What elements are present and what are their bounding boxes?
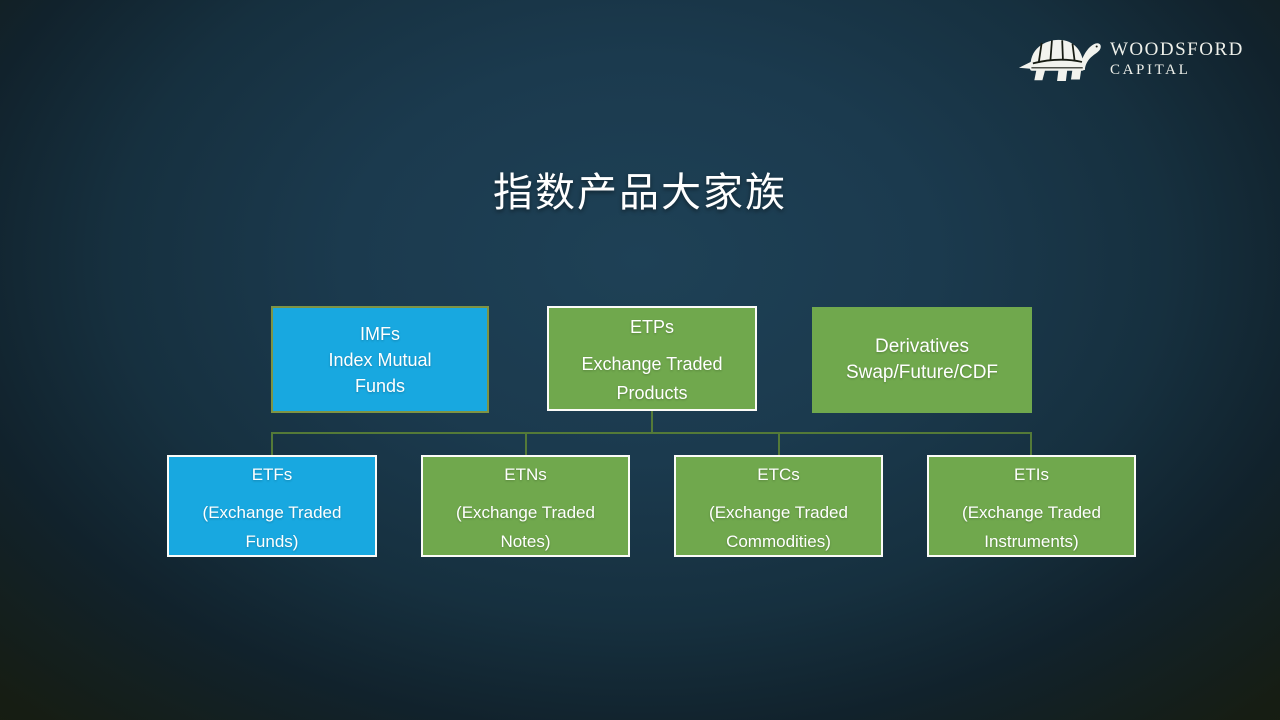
etcs-body: (Exchange Traded Commodities)	[676, 498, 881, 556]
box-derivatives: Derivatives Swap/Future/CDF	[812, 307, 1032, 413]
etfs-body-line1: (Exchange Traded	[202, 503, 342, 522]
etis-body-line2: Instruments)	[984, 532, 1079, 551]
box-etis: ETIs (Exchange Traded Instruments)	[927, 455, 1136, 557]
etps-body-line1: Exchange Traded	[581, 354, 723, 374]
derivatives-line2: Swap/Future/CDF	[845, 362, 999, 383]
etcs-body-line2: Commodities)	[726, 532, 831, 551]
derivatives-line1: Derivatives	[875, 336, 969, 357]
imfs-line2: Index Mutual	[328, 349, 432, 370]
etis-body: (Exchange Traded Instruments)	[929, 498, 1134, 556]
connector-drop-etcs	[778, 433, 780, 456]
imfs-line3: Funds	[354, 375, 406, 396]
etns-body-line1: (Exchange Traded	[456, 503, 595, 522]
imfs-line1: IMFs	[360, 323, 400, 344]
etns-body-line2: Notes)	[500, 532, 551, 551]
connector-drop-etfs	[271, 433, 273, 456]
logo: WOODSFORD CAPITAL	[1016, 32, 1244, 86]
etfs-body-line2: Funds)	[245, 532, 299, 551]
box-etns: ETNs (Exchange Traded Notes)	[421, 455, 630, 557]
connector-drop-etns	[525, 433, 527, 456]
etis-heading: ETIs	[1014, 465, 1049, 484]
connector-etps-stem	[651, 411, 653, 433]
etfs-body: (Exchange Traded Funds)	[169, 498, 375, 556]
etps-body-line2: Products	[616, 383, 688, 403]
connector-drop-etis	[1030, 433, 1032, 456]
etis-body-line1: (Exchange Traded	[962, 503, 1101, 522]
etcs-body-line1: (Exchange Traded	[709, 503, 848, 522]
box-etfs: ETFs (Exchange Traded Funds)	[167, 455, 377, 557]
etps-body: Exchange Traded Products	[549, 350, 755, 408]
turtle-icon	[1018, 39, 1101, 81]
box-etps: ETPs Exchange Traded Products	[547, 306, 757, 411]
etns-heading: ETNs	[504, 465, 547, 484]
page-title: 指数产品大家族	[493, 170, 787, 216]
logo-name-bottom: CAPITAL	[1110, 62, 1191, 78]
etps-heading: ETPs	[629, 317, 674, 337]
box-imfs: IMFs Index Mutual Funds	[271, 306, 489, 413]
etfs-heading: ETFs	[251, 465, 293, 484]
connector-horizontal	[271, 432, 1032, 434]
etns-body: (Exchange Traded Notes)	[423, 498, 628, 556]
etcs-heading: ETCs	[757, 465, 800, 484]
logo-wordmark: WOODSFORD CAPITAL	[1110, 40, 1244, 78]
logo-name-top: WOODSFORD	[1110, 39, 1244, 60]
box-etcs: ETCs (Exchange Traded Commodities)	[674, 455, 883, 557]
